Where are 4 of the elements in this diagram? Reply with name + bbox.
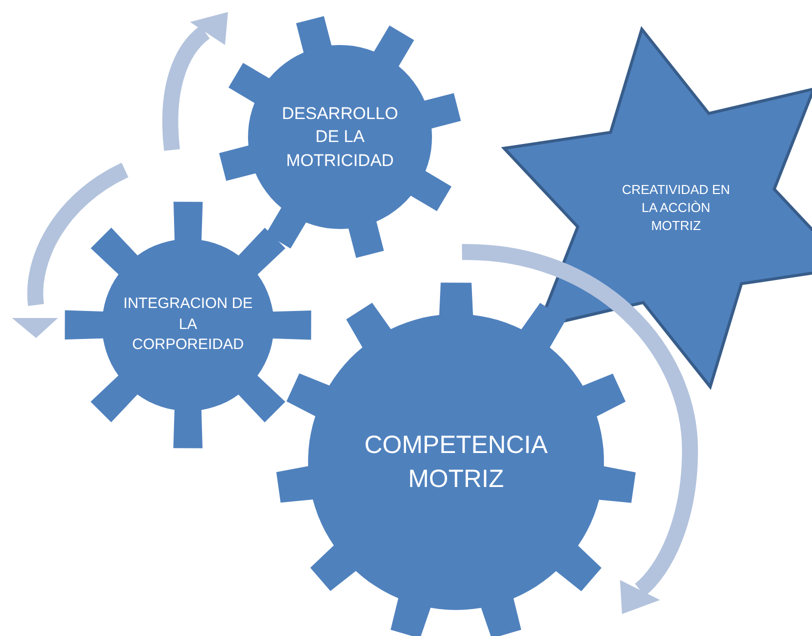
node-label: INTEGRACION DE LA CORPOREIDAD	[123, 294, 253, 356]
node-label: CREATIVIDAD EN LA ACCIÒN MOTRIZ	[621, 181, 731, 235]
node-label: DESARROLLO DE LA MOTRICIDAD	[280, 102, 400, 172]
node-label: COMPETENCIA MOTRIZ	[363, 430, 549, 495]
